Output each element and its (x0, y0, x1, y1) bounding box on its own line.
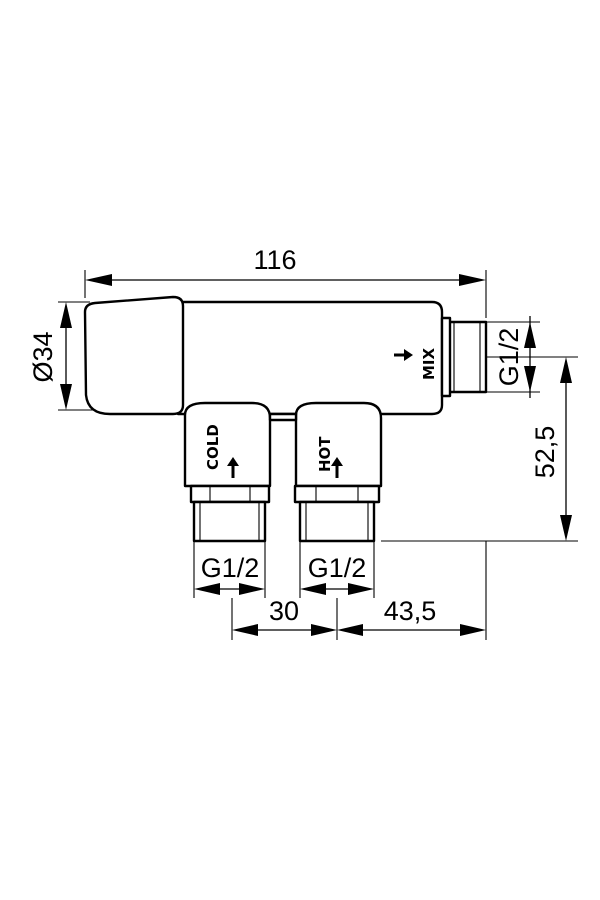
hot-label-group: HOT (316, 436, 343, 478)
arrow-right-icon (348, 583, 374, 595)
hot-inlet-nut (293, 484, 381, 504)
arrow-down-icon (60, 384, 72, 410)
cold-label: COLD (204, 424, 222, 470)
arrow-right-icon (459, 274, 486, 286)
arrow-right-icon (311, 624, 337, 636)
valve-cap (83, 295, 185, 416)
dimension-inlet-to-outlet: 43,5 (337, 596, 486, 636)
arrow-left-icon (232, 624, 258, 636)
cold-inlet-nut (189, 484, 271, 504)
arrow-up-icon (524, 322, 536, 348)
dimension-inlet-spacing: 30 (231, 541, 487, 640)
arrow-down-icon (524, 366, 536, 392)
hot-flow-arrow-icon (331, 457, 343, 478)
mix-flow-arrow-icon (394, 349, 413, 361)
hot-thread-text: G1/2 (308, 553, 367, 583)
mix-outlet-nut (440, 316, 452, 398)
dimension-overall-length: 116 (84, 245, 487, 318)
hot-inlet-thread (298, 500, 376, 543)
cold-flow-arrow-icon (227, 457, 239, 478)
arrow-right-icon (239, 583, 265, 595)
dimension-diameter: Ø34 (28, 301, 96, 411)
outlet-height-text: 52,5 (530, 426, 560, 479)
arrow-down-icon (560, 515, 572, 541)
inlet-to-outlet-text: 43,5 (384, 596, 437, 626)
inlet-spacing-text: 30 (269, 596, 299, 626)
mix-label: MIX (420, 347, 438, 380)
cold-inlet-thread (192, 500, 267, 543)
dimension-cold-thread: G1/2 (193, 541, 266, 598)
cold-thread-text: G1/2 (201, 553, 260, 583)
cold-inlet-body (183, 401, 272, 488)
hot-label: HOT (316, 436, 334, 472)
overall-length-text: 116 (253, 245, 296, 275)
arrow-left-icon (300, 583, 326, 595)
diameter-text: Ø34 (28, 331, 58, 382)
hot-inlet-body (294, 401, 383, 488)
arrow-left-icon (194, 583, 220, 595)
mix-label-group: MIX (394, 347, 438, 380)
arrow-up-icon (560, 357, 572, 383)
cold-label-group: COLD (204, 424, 239, 478)
dimension-outlet-height: 52,5 (381, 356, 578, 542)
arrow-left-icon (337, 624, 363, 636)
valve-body (176, 300, 444, 416)
inlet-bridge (268, 412, 298, 422)
arrow-right-icon (460, 624, 486, 636)
dimension-hot-thread: G1/2 (299, 541, 375, 598)
arrow-left-icon (85, 274, 112, 286)
arrow-up-icon (60, 302, 72, 328)
